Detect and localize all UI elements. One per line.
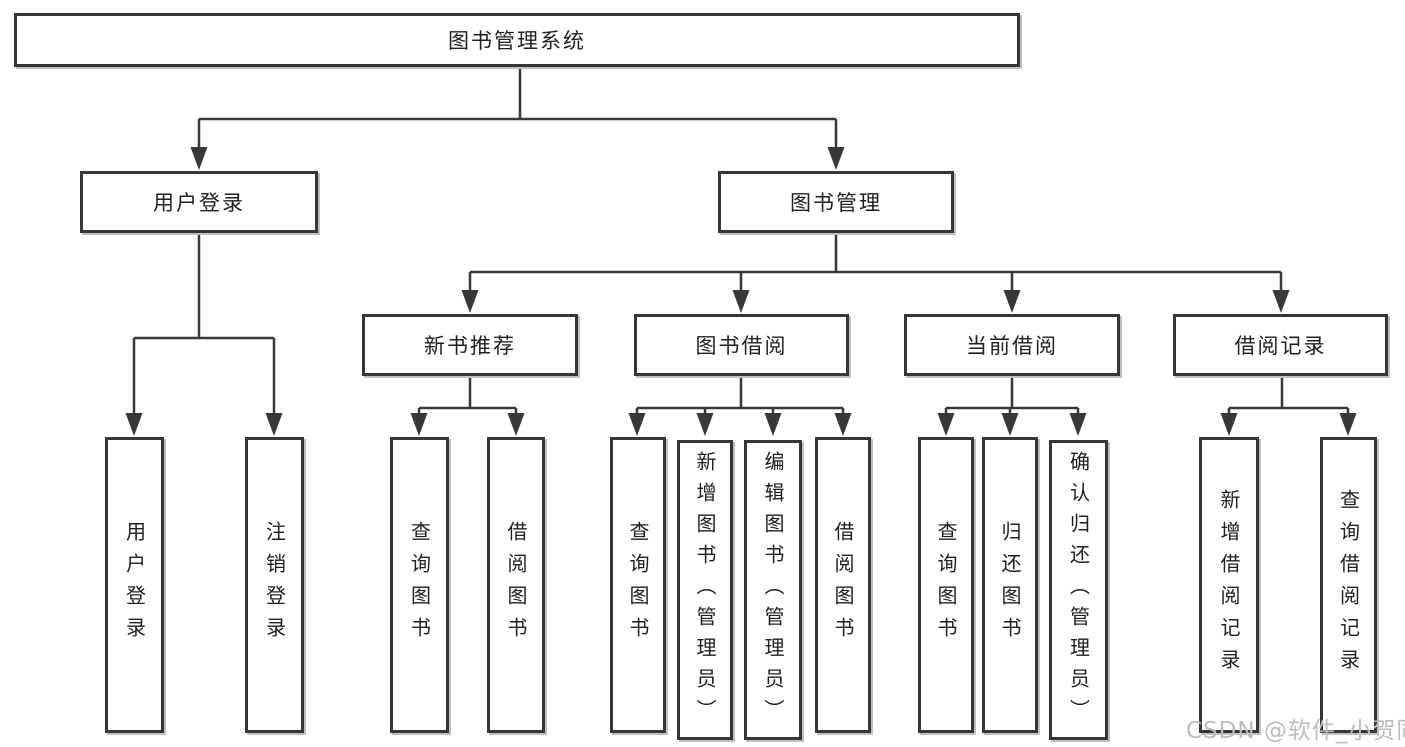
node-root-label: 图书管理系统 <box>448 29 586 53</box>
node-user-login-label: 用户登录 <box>153 191 245 215</box>
leaf-nb-query-books-label: 查询图书 <box>407 521 432 649</box>
leaf-nb-borrow-books-label: 借阅图书 <box>504 521 528 649</box>
node-current-borrow: 当前借阅 <box>904 314 1120 376</box>
leaf-cb-return-books: 归还图书 <box>982 437 1038 733</box>
leaf-user-login: 用户登录 <box>105 437 164 733</box>
node-new-book-recommend-label: 新书推荐 <box>424 334 516 358</box>
leaf-nb-query-books: 查询图书 <box>390 437 449 733</box>
leaf-br-query-record-label: 查询借阅记录 <box>1336 489 1361 681</box>
leaf-cb-confirm-return-admin-label: 确认归还（管理员） <box>1066 450 1091 730</box>
leaf-bb-query-books: 查询图书 <box>610 437 666 733</box>
leaf-bb-borrow-books: 借阅图书 <box>815 437 871 733</box>
node-book-borrow: 图书借阅 <box>634 314 849 376</box>
leaf-bb-edit-books-admin-label: 编辑图书（管理员） <box>761 450 785 730</box>
csdn-watermark: CSDN @软件_小贺同学 <box>1186 718 1405 744</box>
node-root: 图书管理系统 <box>14 13 1020 67</box>
node-book-management-label: 图书管理 <box>790 191 882 215</box>
node-user-login: 用户登录 <box>80 171 318 233</box>
leaf-cb-query-books-label: 查询图书 <box>934 521 958 649</box>
leaf-logout-label: 注销登录 <box>262 521 287 649</box>
leaf-bb-edit-books-admin: 编辑图书（管理员） <box>744 440 802 740</box>
leaf-cb-confirm-return-admin: 确认归还（管理员） <box>1049 440 1108 740</box>
leaf-logout: 注销登录 <box>245 437 304 733</box>
leaf-cb-query-books: 查询图书 <box>918 437 974 733</box>
node-book-borrow-label: 图书借阅 <box>695 334 788 358</box>
leaf-br-add-record: 新增借阅记录 <box>1199 437 1259 733</box>
node-borrow-records: 借阅记录 <box>1173 314 1388 376</box>
leaf-nb-borrow-books: 借阅图书 <box>487 437 545 733</box>
connector-lines <box>132 67 1350 420</box>
leaf-bb-add-books-admin-label: 新增图书（管理员） <box>693 450 717 730</box>
node-new-book-recommend: 新书推荐 <box>362 314 578 376</box>
arrowhead-icons <box>125 147 1357 436</box>
node-borrow-records-label: 借阅记录 <box>1234 334 1327 358</box>
node-book-management: 图书管理 <box>718 171 954 233</box>
leaf-user-login-label: 用户登录 <box>122 521 147 649</box>
leaf-br-add-record-label: 新增借阅记录 <box>1217 489 1241 681</box>
leaf-cb-return-books-label: 归还图书 <box>998 521 1022 649</box>
leaf-br-query-record: 查询借阅记录 <box>1320 437 1377 733</box>
leaf-bb-add-books-admin: 新增图书（管理员） <box>677 440 733 740</box>
leaf-bb-borrow-books-label: 借阅图书 <box>831 521 855 649</box>
node-current-borrow-label: 当前借阅 <box>966 334 1058 358</box>
leaf-bb-query-books-label: 查询图书 <box>626 521 650 649</box>
